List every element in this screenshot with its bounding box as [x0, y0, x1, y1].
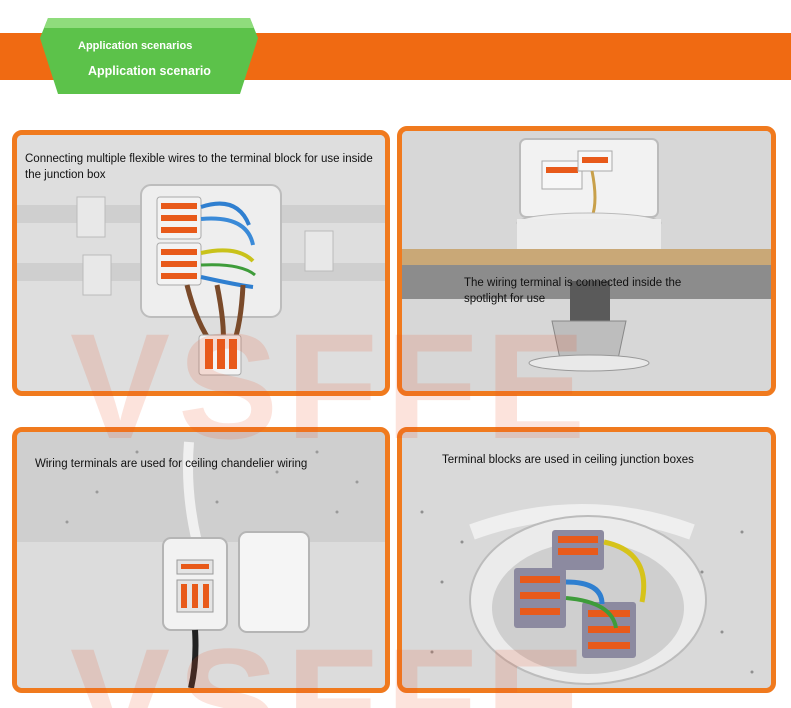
header-title: Application scenarios [78, 40, 193, 52]
header-subtitle: Application scenario [88, 64, 211, 78]
panel-ceiling-junction: Terminal blocks are used in ceiling junc… [397, 427, 776, 693]
panel-caption: Connecting multiple flexible wires to th… [25, 153, 373, 181]
panel-caption: Terminal blocks are used in ceiling junc… [442, 454, 694, 466]
panel-spotlight: The wiring terminal is connected inside … [397, 126, 776, 396]
panel-caption: The wiring terminal is connected inside … [464, 277, 682, 305]
panel-junction-box: Connecting multiple flexible wires to th… [12, 130, 390, 396]
panel-caption: Wiring terminals are used for ceiling ch… [35, 458, 308, 470]
header-tab: Application scenarios Application scenar… [40, 18, 258, 94]
panel-chandelier: Wiring terminals are used for ceiling ch… [12, 427, 390, 693]
